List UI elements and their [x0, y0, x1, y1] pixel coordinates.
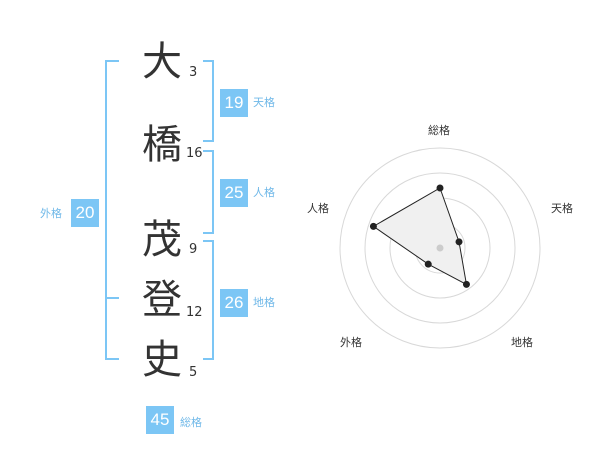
gaikaku-bracket-mid	[105, 297, 119, 299]
chikaku-bracket	[203, 240, 214, 360]
gaikaku-bracket	[105, 60, 119, 360]
name-char-5: 史	[142, 337, 182, 383]
radar-label-soukaku: 総格	[428, 124, 450, 137]
soukaku-value: 45	[146, 406, 174, 434]
radar-point-5	[369, 222, 377, 230]
soukaku-label: 総格	[180, 416, 202, 429]
name-char-1: 大	[142, 39, 182, 85]
radar-points	[369, 184, 470, 288]
stroke-count-5: 5	[189, 365, 198, 380]
jinkaku-bracket	[203, 150, 214, 234]
radar-point-3	[462, 280, 470, 288]
tenkaku-bracket	[203, 60, 214, 142]
radar-ring-4	[339, 147, 541, 349]
jinkaku-value: 25	[220, 179, 248, 207]
stroke-count-3: 9	[189, 242, 198, 257]
radar-label-chikaku: 地格	[511, 336, 533, 349]
stroke-count-2: 16	[186, 146, 203, 161]
tenkaku-value: 19	[220, 89, 248, 117]
radar-center	[436, 244, 444, 252]
name-char-2: 橋	[142, 122, 182, 168]
radar-label-tenkaku: 天格	[551, 202, 573, 215]
gaikaku-value: 20	[71, 199, 99, 227]
stroke-count-4: 12	[186, 305, 203, 320]
name-char-4: 登	[142, 277, 182, 323]
tenkaku-label: 天格	[253, 96, 275, 109]
stroke-count-1: 3	[189, 65, 198, 80]
jinkaku-label: 人格	[253, 186, 275, 199]
radar-polygon	[372, 187, 468, 286]
name-char-3: 茂	[142, 217, 182, 263]
chikaku-value: 26	[220, 289, 248, 317]
radar-point-1	[436, 184, 444, 192]
gaikaku-label: 外格	[40, 207, 62, 220]
chikaku-label: 地格	[253, 296, 275, 309]
radar-point-2	[455, 238, 463, 246]
radar-label-gaikaku: 外格	[340, 336, 362, 349]
radar-ring-3	[364, 172, 516, 324]
radar-point-4	[424, 260, 432, 268]
radar-label-jinkaku: 人格	[307, 202, 329, 215]
